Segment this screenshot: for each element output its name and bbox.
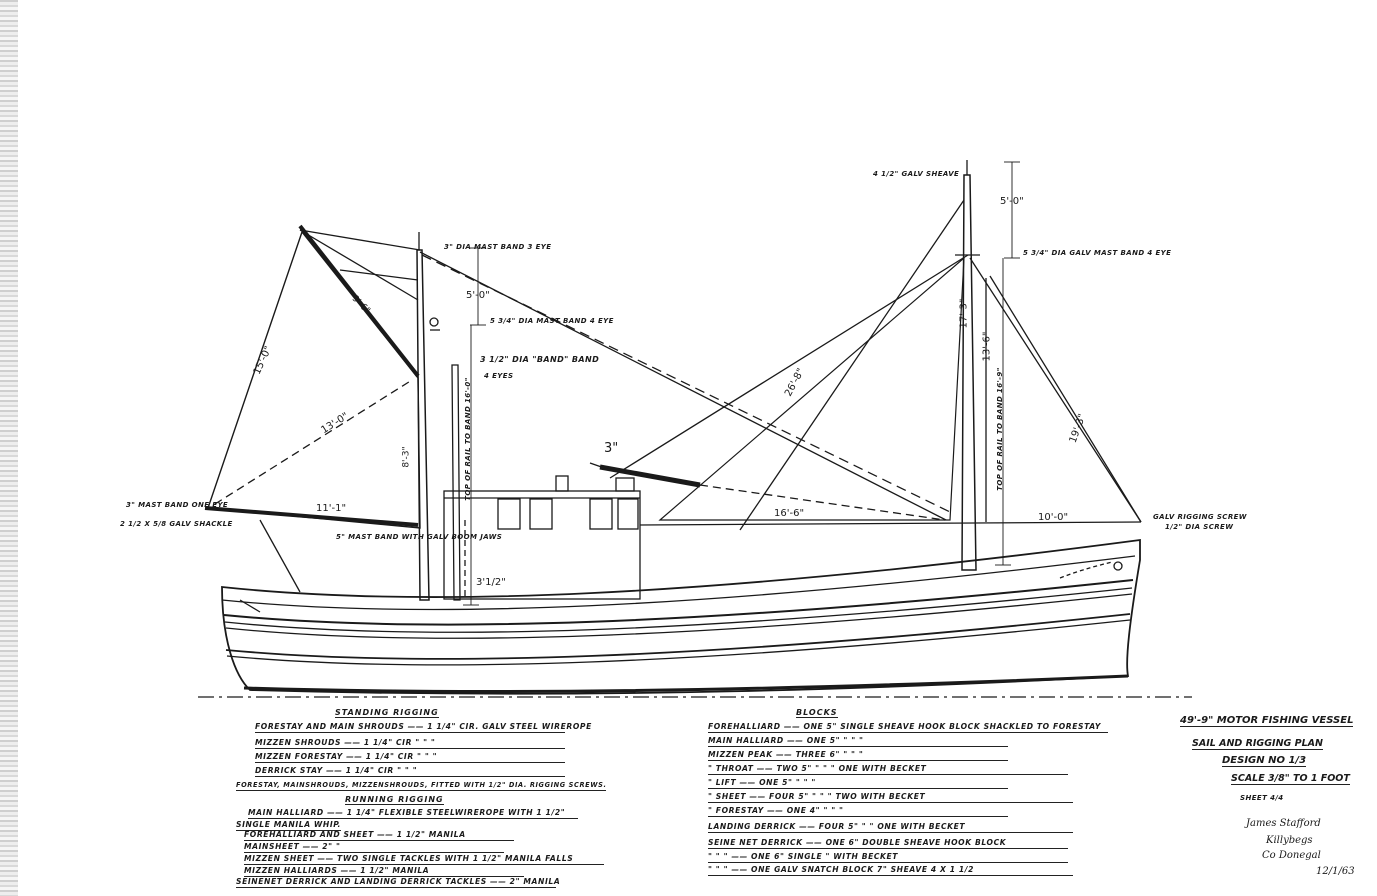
blocks-row: " throat —— two 5" " " " one with becket <box>708 764 1068 775</box>
dim-rail-height: 3'1/2" <box>476 577 506 588</box>
blocks-row: Landing derrick —— four 5" " " one with … <box>708 822 1073 833</box>
scan-edge <box>0 0 18 896</box>
signature-place: Killybegs <box>1266 835 1313 846</box>
title-plan: Sail and Rigging Plan <box>1192 738 1323 750</box>
standing-note: Forestay, mainshrouds, mizzenshrouds, fi… <box>236 781 607 791</box>
label-mast-band-4-eye-fore: 5 3/4" dia mast band 4 eye <box>490 317 614 325</box>
running-row: Main halliard —— 1 1/4" flexible steelwi… <box>248 808 578 819</box>
running-row: Mizzen halliards —— 1 1/2" manila <box>244 866 524 877</box>
title-vessel: 49'-9" Motor Fishing Vessel <box>1180 715 1354 727</box>
label-rigging-screw-dia: 1/2" dia screw <box>1165 523 1234 531</box>
dim-fore-boom: 11'-1" <box>316 503 347 514</box>
dim-mast-short: 8'-3" <box>401 446 412 468</box>
label-band-3: 3 1/2" dia "Band" band <box>480 355 600 364</box>
blocks-row: Seine net derrick —— one 6" double sheav… <box>708 838 1068 849</box>
blocks-heading: Blocks <box>796 708 838 718</box>
hull <box>221 538 1141 695</box>
standing-row: Forestay and main shrouds —— 1 1/4" cir.… <box>255 722 592 733</box>
label-mast-band-3-eye: 3" dia mast band 3 eye <box>444 243 552 251</box>
label-boom-jaws: 5" mast band with galv boom jaws <box>336 533 503 541</box>
blocks-row: Forehalliard —— one 5" single sheave hoo… <box>708 722 1108 733</box>
standing-heading: Standing Rigging <box>335 708 439 718</box>
label-mast-band-one-eye: 3" mast band one eye <box>126 501 229 509</box>
dim-fore-up: 5'-0" <box>466 290 490 301</box>
dim-derrick: 3" <box>604 441 619 456</box>
blocks-row: " lift —— one 5" " " " <box>708 778 1008 789</box>
mizzen-sail <box>639 256 1142 526</box>
dim-mizzen-boom: 16'-6" <box>774 508 805 519</box>
signature-county: Co Donegal <box>1262 850 1321 861</box>
blocks-row: " " " —— one 6" single " with becket <box>708 852 1068 863</box>
dim-bowsprit: 10'-0" <box>1038 512 1069 523</box>
running-row: Seinenet derrick and landing derrick tac… <box>236 877 561 888</box>
blocks-row: " sheet —— four 5" " " " two with becket <box>708 792 1073 803</box>
standing-row: Mizzen forestay —— 1 1/4" cir " " " <box>255 752 565 763</box>
blocks-row: Main halliard —— one 5" " " " <box>708 736 1008 747</box>
running-row: Mainsheet —— 2" " <box>244 842 504 853</box>
label-galv-sheave: 4 1/2" galv sheave <box>873 170 960 178</box>
dimension-lines <box>463 161 1020 606</box>
mizzen-mast <box>955 160 987 571</box>
signature-name: James Stafford <box>1246 818 1321 829</box>
running-row: Mizzen sheet —— two single tackles with … <box>244 854 604 865</box>
fore-mast <box>416 232 461 601</box>
running-row: Forehalliard and sheet —— 1 1/2" manila <box>244 830 514 841</box>
wheelhouse <box>443 475 641 600</box>
fore-sail <box>204 224 421 593</box>
title-sheet: Sheet 4/4 <box>1240 794 1284 802</box>
dim-mizzen-mast: 17'-3" <box>958 298 970 329</box>
running-heading: Running Rigging <box>345 795 444 805</box>
label-eyes-4: 4 eyes <box>484 372 514 380</box>
dim-aft-up: 5'-0" <box>1000 196 1024 207</box>
running-row: single manila whip. <box>236 820 341 831</box>
drawing-date: 12/1/63 <box>1316 866 1355 877</box>
blocks-row: Mizzen peak —— three 6" " " " <box>708 750 1008 761</box>
dim-topping: Top of rail to band 16'-0" <box>463 377 472 501</box>
label-mast-band-galv: 5 3/4" dia galv mast band 4 eye <box>1023 249 1172 257</box>
standing-row: Derrick stay —— 1 1/4" cir " " " <box>255 766 565 777</box>
title-scale: Scale 3/8" to 1 foot <box>1231 773 1350 785</box>
blocks-row: " forestay —— one 4" " " " <box>708 806 1008 817</box>
stays <box>419 199 1142 531</box>
blocks-row: " " " —— one galv snatch block 7" sheave… <box>708 865 1073 876</box>
label-rigging-screw: galv rigging screw <box>1153 513 1247 521</box>
title-design: Design No 1/3 <box>1222 755 1307 767</box>
dim-mizzen-top: 13'-6" <box>981 331 993 362</box>
label-galv-shackle: 2 1/2 x 5/8 galv shackle <box>120 520 233 528</box>
dim-mizzen-topping: Top of rail to band 16'-9" <box>995 367 1004 491</box>
derrick <box>589 462 701 488</box>
standing-row: Mizzen shrouds —— 1 1/4" cir " " " <box>255 738 565 749</box>
